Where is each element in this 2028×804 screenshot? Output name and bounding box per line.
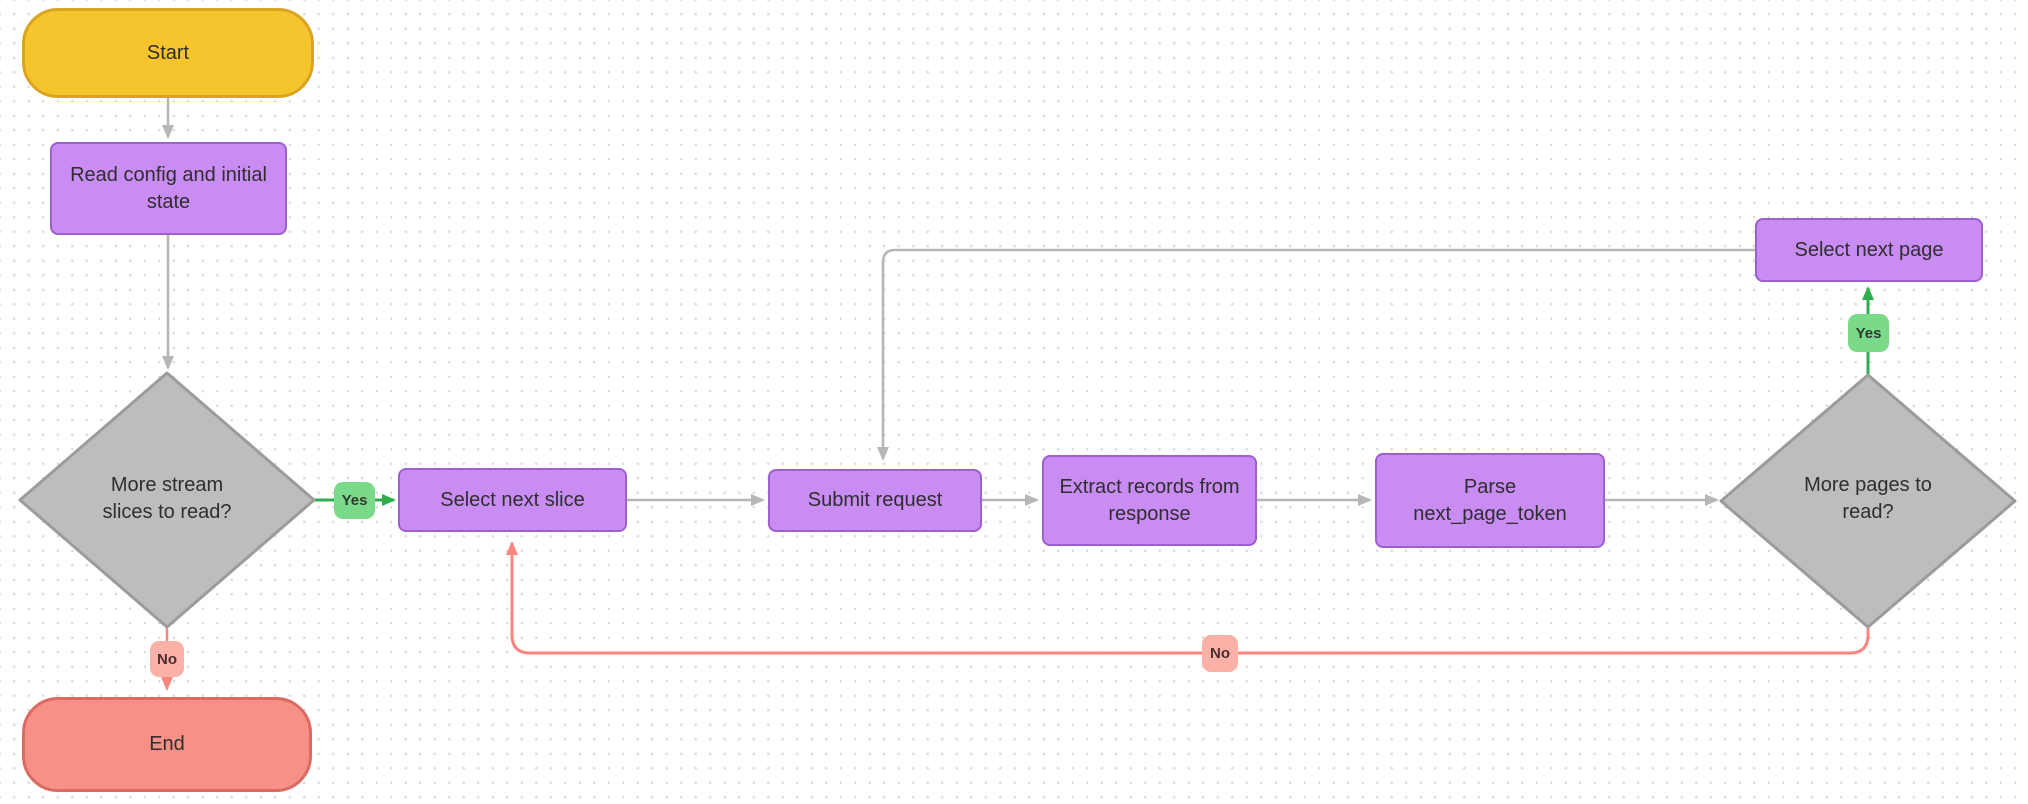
node-submit-request-label: Submit request	[807, 489, 943, 511]
node-start: Start	[22, 8, 314, 98]
edge-select-page-to-submit-loop	[877, 248, 1755, 461]
node-end-label: End	[149, 733, 185, 755]
node-start-label: Start	[146, 41, 190, 64]
node-select-next-page-label: Select next page	[1794, 238, 1944, 261]
edge-more-pages-no-loop	[506, 541, 1870, 655]
decision-more-slices	[18, 371, 316, 629]
node-more-pages-label: More pages to read?	[1804, 474, 1932, 523]
node-select-next-slice-label: Select next slice	[440, 488, 585, 511]
node-select-next-page: Select next page	[1755, 218, 1983, 282]
edge-label-more-slices-yes: Yes	[334, 482, 375, 519]
node-extract-records-label: Extract records from response	[1059, 475, 1240, 525]
node-read-config-label: Read config and initial state	[70, 163, 267, 213]
node-submit-request: Submit request	[768, 469, 982, 532]
decision-more-pages	[1719, 373, 2017, 629]
node-read-config: Read config and initial state	[50, 142, 287, 235]
node-extract-records: Extract records from response	[1042, 455, 1257, 546]
edge-label-more-slices-no: No	[150, 641, 184, 677]
edge-label-more-pages-yes: Yes	[1848, 314, 1889, 352]
node-parse-token-label: Parse next_page_token	[1413, 475, 1567, 525]
node-parse-token: Parse next_page_token	[1375, 453, 1605, 548]
node-more-slices-label: More stream slices to read?	[102, 474, 232, 523]
node-end: End	[22, 697, 312, 792]
node-select-next-slice: Select next slice	[398, 468, 627, 532]
edge-label-more-pages-no: No	[1202, 635, 1238, 672]
